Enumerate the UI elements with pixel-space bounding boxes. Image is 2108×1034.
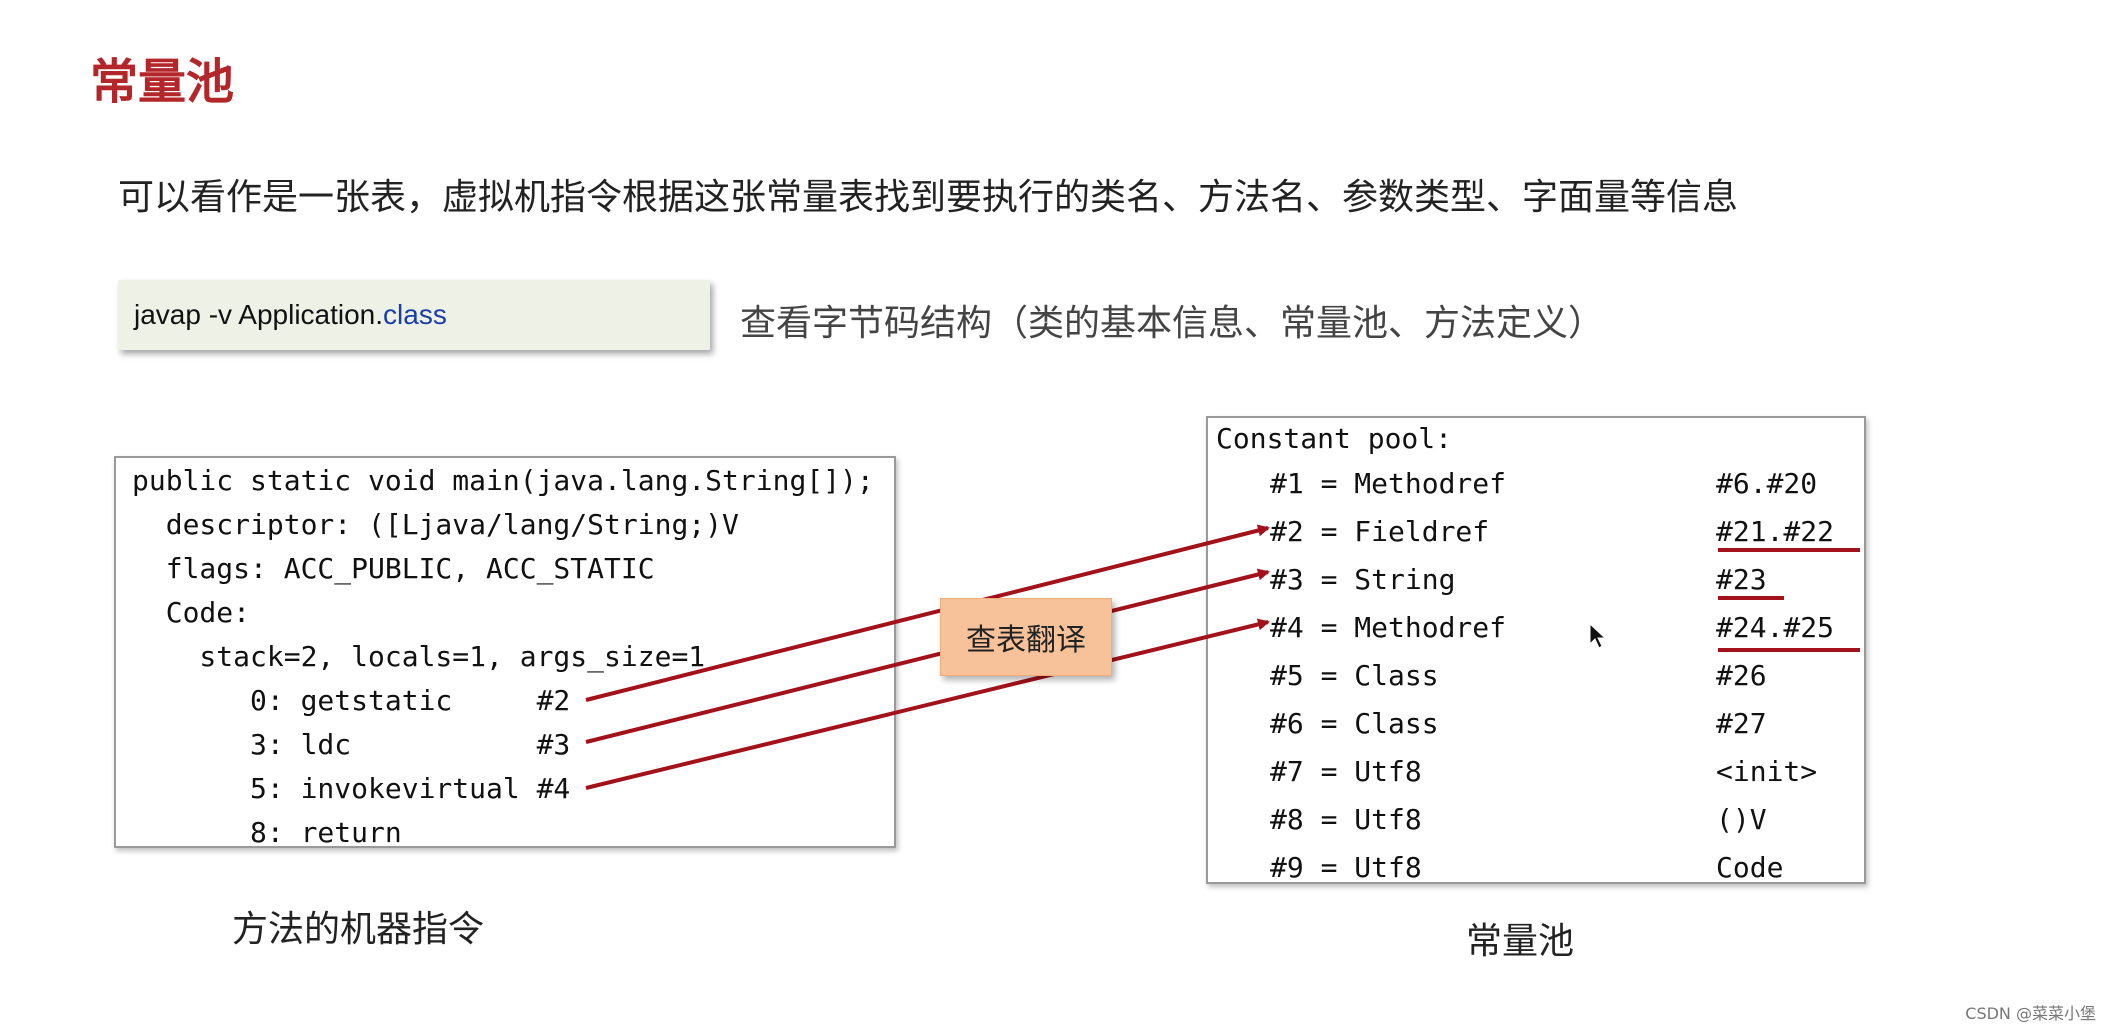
pool-entry: #9 = Utf8 — [1270, 851, 1422, 884]
pool-ref: #26 — [1716, 659, 1767, 692]
page-subtitle: 可以看作是一张表，虚拟机指令根据这张常量表找到要执行的类名、方法名、参数类型、字… — [118, 177, 1739, 218]
command-caption: 查看字节码结构（类的基本信息、常量池、方法定义） — [740, 303, 1605, 344]
pool-row: #5 = Class #26 — [1208, 656, 1864, 696]
code-line: 3: ldc #3 — [132, 728, 571, 761]
pool-row: #4 = Methodref #24.#25 — [1208, 608, 1864, 648]
pool-row: #8 = Utf8 ()V — [1208, 800, 1864, 840]
pool-row: #7 = Utf8 <init> — [1208, 752, 1864, 792]
pool-row: #2 = Fieldref #21.#22 — [1208, 512, 1864, 552]
command-text: javap -v Application. — [134, 299, 384, 330]
bytecode-panel: public static void main(java.lang.String… — [114, 456, 896, 849]
pool-entry: #4 = Methodref — [1270, 611, 1507, 644]
pool-entry: #2 = Fieldref — [1270, 515, 1490, 548]
bytecode-caption: 方法的机器指令 — [232, 909, 485, 950]
pool-ref: #24.#25 — [1716, 611, 1835, 644]
pool-row: #9 = Utf8 Code — [1208, 848, 1864, 888]
pool-entry: #7 = Utf8 — [1270, 755, 1422, 788]
pool-row: #1 = Methodref #6.#20 — [1208, 464, 1864, 504]
code-line: descriptor: ([Ljava/lang/String;)V — [132, 508, 739, 541]
pool-entry: #8 = Utf8 — [1270, 803, 1422, 836]
code-line: 0: getstatic #2 — [132, 684, 571, 717]
pool-header: Constant pool: — [1216, 422, 1453, 455]
arrow-invokevirtual — [585, 618, 1270, 790]
pool-caption: 常量池 — [1466, 921, 1575, 962]
pool-entry: #5 = Class — [1270, 659, 1439, 692]
code-line: flags: ACC_PUBLIC, ACC_STATIC — [132, 552, 655, 585]
lookup-label: 查表翻译 — [940, 598, 1112, 676]
command-box: javap -v Application.class — [118, 280, 710, 350]
mouse-cursor-icon — [1589, 622, 1607, 649]
code-line: 5: invokevirtual #4 — [132, 772, 571, 805]
page-title: 常量池 — [90, 54, 235, 110]
arrow-ldc — [585, 568, 1270, 744]
code-line: Code: — [132, 596, 251, 629]
code-line: public static void main(java.lang.String… — [132, 464, 874, 497]
code-line: 8: return — [132, 816, 402, 849]
pool-entry: #6 = Class — [1270, 707, 1439, 740]
pool-entry: #3 = String — [1270, 563, 1456, 596]
command-keyword: class — [383, 299, 447, 330]
pool-ref: ()V — [1716, 803, 1767, 836]
pool-entry: #1 = Methodref — [1270, 467, 1507, 500]
pool-ref: #6.#20 — [1716, 467, 1818, 500]
pool-ref: #21.#22 — [1716, 515, 1835, 548]
pool-ref: #23 — [1716, 563, 1767, 596]
pool-row: #6 = Class #27 — [1208, 704, 1864, 744]
pool-row: #3 = String #23 — [1208, 560, 1864, 600]
pool-ref: Code — [1716, 851, 1784, 884]
arrow-getstatic — [585, 524, 1270, 702]
watermark: CSDN @菜菜小堡 — [1965, 1004, 2096, 1023]
pool-ref: <init> — [1716, 755, 1818, 788]
constant-pool-panel: Constant pool: #1 = Methodref #6.#20 #2 =… — [1206, 416, 1866, 884]
code-line: stack=2, locals=1, args_size=1 — [132, 640, 706, 673]
pool-ref: #27 — [1716, 707, 1767, 740]
